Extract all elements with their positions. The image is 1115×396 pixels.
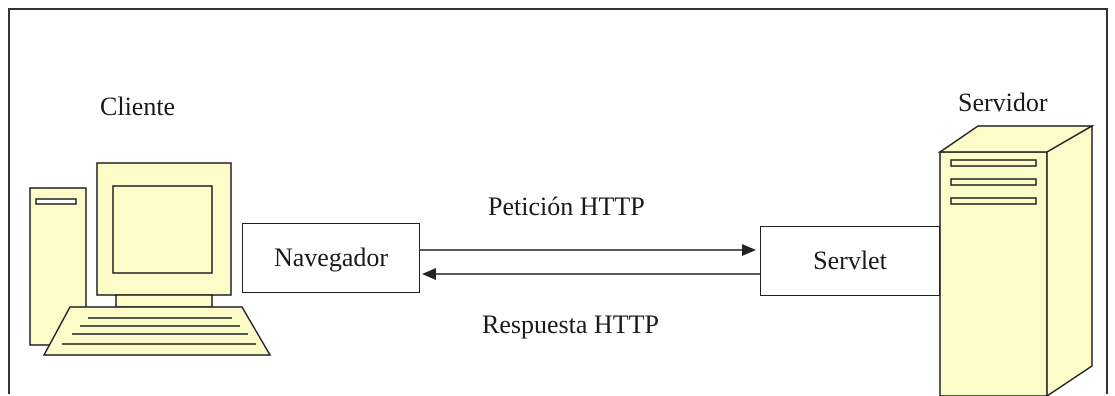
request-label: Petición HTTP	[488, 192, 645, 221]
client-label: Cliente	[100, 92, 176, 121]
servlet-box: Servlet	[760, 226, 940, 296]
response-label: Respuesta HTTP	[482, 310, 659, 339]
request-arrow	[420, 244, 756, 256]
server-tower-icon	[937, 124, 1095, 396]
server-label: Servidor	[958, 88, 1048, 117]
response-arrow	[422, 268, 760, 280]
client-monitor-icon	[96, 162, 232, 308]
client-keyboard-icon	[42, 306, 272, 356]
diagram-frame	[8, 8, 1108, 394]
browser-box: Navegador	[242, 223, 420, 293]
